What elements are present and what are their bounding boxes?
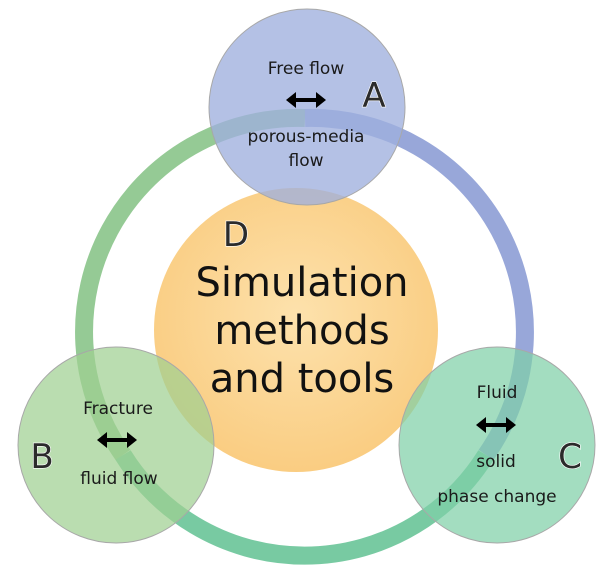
node-c-middle-label: solid bbox=[476, 452, 516, 472]
double-arrow-icon bbox=[476, 417, 516, 433]
node-b-top-label: Fracture bbox=[83, 399, 153, 419]
node-a-bottom-label-2: flow bbox=[288, 151, 323, 171]
node-d: D Simulation methods and tools bbox=[154, 188, 438, 472]
node-b-circle bbox=[17, 346, 215, 544]
node-c: Fluid solid phase change C bbox=[398, 346, 596, 544]
node-c-letter: C bbox=[558, 437, 582, 477]
node-a-top-label: Free flow bbox=[268, 59, 345, 79]
node-a-bottom-label-1: porous-media bbox=[248, 127, 365, 147]
node-d-letter: D bbox=[223, 215, 249, 255]
node-c-top-label: Fluid bbox=[477, 383, 518, 403]
node-a-letter: A bbox=[362, 76, 385, 116]
center-circle bbox=[154, 188, 438, 472]
double-arrow-icon bbox=[286, 92, 326, 108]
node-c-bottom-label: phase change bbox=[437, 487, 556, 507]
center-title-line1: Simulation bbox=[195, 260, 408, 306]
double-arrow-icon bbox=[97, 432, 137, 448]
node-c-circle bbox=[398, 346, 596, 544]
node-b-letter: B bbox=[30, 437, 53, 477]
node-b-bottom-label: fluid flow bbox=[80, 469, 158, 489]
node-b: Fracture fluid flow B bbox=[17, 346, 215, 544]
center-title-line3: and tools bbox=[210, 356, 395, 402]
node-a: Free flow porous-media flow A bbox=[208, 8, 406, 206]
center-title-line2: methods bbox=[214, 308, 389, 354]
node-a-circle bbox=[208, 8, 406, 206]
